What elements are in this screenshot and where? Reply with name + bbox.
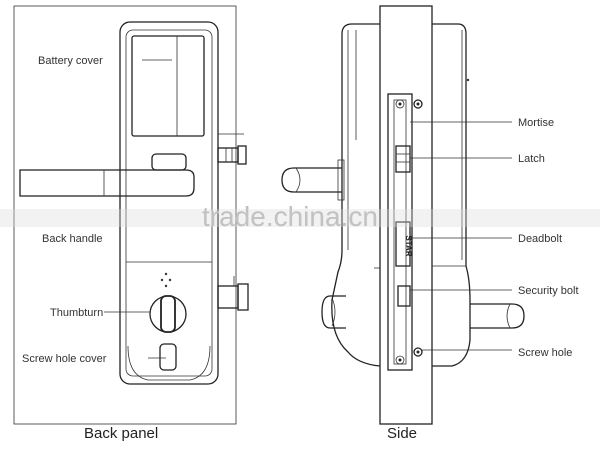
label-screw-hole-cover: Screw hole cover [22, 353, 107, 365]
label-deadbolt: Deadbolt [518, 233, 562, 245]
back-panel-frame [13, 5, 237, 425]
label-back-handle: Back handle [42, 233, 103, 245]
label-screw-hole: Screw hole [518, 347, 572, 359]
screw-hole-bottom [413, 347, 423, 357]
screw-hole-top [413, 99, 423, 109]
label-mortise: Mortise [518, 117, 554, 129]
back-panel-inner [125, 29, 213, 377]
handle-hub [151, 153, 187, 171]
side-figure: STAR [281, 5, 525, 425]
deadbolt-block [395, 221, 411, 267]
back-handle [19, 169, 195, 197]
inner-lock-body [432, 23, 471, 367]
caption-side: Side [387, 425, 417, 442]
label-battery-cover: Battery cover [38, 55, 103, 67]
security-bolt-block [397, 285, 411, 307]
label-latch: Latch [518, 153, 545, 165]
back-deadbolt-stub [217, 285, 239, 309]
latch-block [395, 145, 411, 173]
outer-knob [321, 295, 346, 329]
back-panel-figure [13, 5, 249, 425]
screw-hole-cover [159, 343, 177, 371]
back-latch-stub [217, 147, 239, 163]
back-panel-body [119, 21, 219, 385]
watermark-text: trade.china.cn [202, 201, 378, 232]
battery-cover [131, 35, 205, 137]
caption-back-panel: Back panel [84, 425, 158, 442]
mortise-plate-text: STAR [404, 235, 413, 256]
outer-handle [281, 167, 342, 193]
side-frame [379, 5, 433, 425]
mortise-plate [387, 93, 413, 371]
label-security-bolt: Security bolt [518, 285, 579, 297]
label-thumbturn: Thumbturn [50, 307, 103, 319]
inner-handle [470, 303, 525, 329]
outer-lock-body [331, 23, 381, 367]
watermark: trade.china.cn [202, 201, 378, 232]
